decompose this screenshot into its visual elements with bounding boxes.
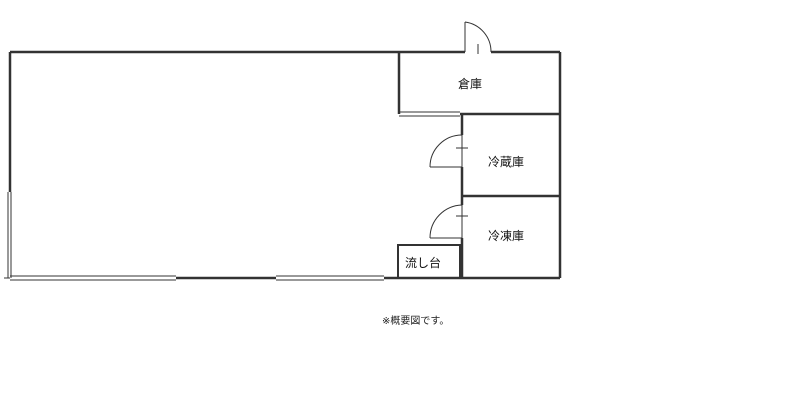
left-entrance bbox=[4, 192, 12, 279]
freezer-door[interactable] bbox=[429, 204, 468, 239]
storage-room-walls bbox=[397, 52, 560, 116]
sink-label: 流し台 bbox=[405, 255, 441, 270]
bottom-window-right bbox=[276, 275, 384, 281]
entrance-door[interactable] bbox=[464, 21, 492, 54]
storage-label: 倉庫 bbox=[458, 76, 482, 91]
cold-room-walls bbox=[460, 114, 560, 278]
storage-sliding-door[interactable] bbox=[399, 111, 460, 117]
sink-counter bbox=[397, 244, 461, 279]
refrigerator-door[interactable] bbox=[429, 134, 468, 168]
bottom-window-left bbox=[10, 275, 176, 281]
freezer-room-label: 冷凍庫 bbox=[488, 229, 524, 243]
refrigerator-room-label: 冷蔵庫 bbox=[488, 155, 524, 169]
schematic-note: ※概要図です。 bbox=[382, 316, 450, 327]
